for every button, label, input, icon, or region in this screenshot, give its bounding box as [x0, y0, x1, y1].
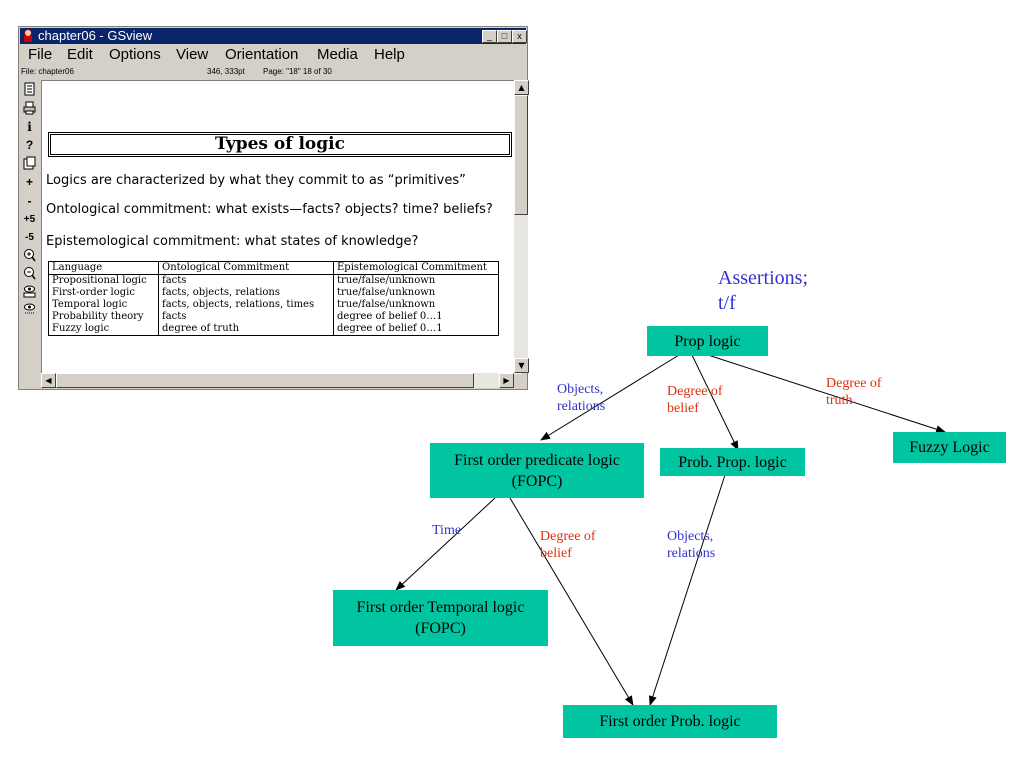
table-cell: facts, objects, relations [158, 287, 334, 299]
menu-help[interactable]: Help [374, 46, 405, 63]
table-cell: facts [158, 311, 334, 323]
table-header: Epistemological Commitment [333, 261, 499, 275]
table-cell: Propositional logic [48, 274, 159, 287]
edge-fopc-to-temporal [395, 497, 496, 591]
gsview-app-icon [24, 29, 32, 42]
page-icon[interactable] [22, 82, 37, 97]
info-icon[interactable]: i [27, 120, 32, 134]
window-title: chapter06 - GSview [38, 28, 153, 43]
title-bar[interactable]: chapter06 - GSview _ □ x [20, 28, 527, 44]
zoom-minus-button[interactable]: - [27, 194, 32, 208]
view-icon[interactable] [22, 284, 37, 299]
node-fuzzy-logic: Fuzzy Logic [893, 432, 1006, 463]
close-button[interactable]: x [512, 30, 527, 43]
print-icon[interactable] [22, 101, 37, 116]
table-cell: First-order logic [48, 287, 159, 299]
scroll-down-icon[interactable]: ▼ [514, 358, 529, 373]
document-line-3: Epistemological commitment: what states … [46, 234, 419, 249]
scroll-right-icon[interactable]: ▶ [499, 373, 514, 388]
table-cell: true/false/unknown [333, 274, 499, 287]
table-row: First-order logic facts, objects, relati… [48, 287, 499, 299]
node-first-order-temporal: First order Temporal logic (FOPC) [333, 590, 548, 646]
table-row: Probability theory facts degree of belie… [48, 311, 499, 323]
scroll-left-icon[interactable]: ◀ [41, 373, 56, 388]
assertions-heading: Assertions; t/f [718, 266, 808, 316]
table-cell: degree of belief 0…1 [333, 311, 499, 323]
table-cell: facts [158, 274, 334, 287]
table-cell: degree of belief 0…1 [333, 323, 499, 336]
skip-forward-5-button[interactable]: +5 [23, 214, 36, 225]
table-cell: facts, objects, relations, times [158, 299, 334, 311]
table-header-row: Language Ontological Commitment Epistemo… [48, 261, 499, 275]
assertions-text: Assertions; t/f [718, 267, 808, 314]
open-icon[interactable] [22, 156, 37, 171]
maximize-button[interactable]: □ [497, 30, 512, 43]
scroll-up-icon[interactable]: ▲ [514, 80, 529, 95]
menu-orientation[interactable]: Orientation [225, 46, 299, 63]
table-row: Fuzzy logic degree of truth degree of be… [48, 323, 499, 336]
node-first-order-prob: First order Prob. logic [563, 705, 777, 738]
zoom-in-icon[interactable] [22, 248, 37, 263]
menu-edit[interactable]: Edit [67, 46, 93, 63]
table-cell: true/false/unknown [333, 299, 499, 311]
table-row: Temporal logic facts, objects, relations… [48, 299, 499, 311]
edge-label-degree-of-belief: Degree of belief [667, 384, 723, 416]
status-line: File: chapter06 346, 333pt Page: "18" 18… [21, 67, 525, 78]
document-line-2: Ontological commitment: what exists—fact… [46, 202, 493, 217]
table-cell: Temporal logic [48, 299, 159, 311]
gsview-window: chapter06 - GSview _ □ x File Edit Optio… [18, 26, 529, 390]
table-row: Propositional logic facts true/false/unk… [48, 274, 499, 287]
table-header: Language [48, 261, 159, 275]
table-header: Ontological Commitment [158, 261, 334, 275]
document-title: Types of logic [48, 132, 512, 157]
vertical-scroll-thumb[interactable] [514, 95, 528, 215]
status-file: File: chapter06 [21, 67, 74, 76]
table-cell: Fuzzy logic [48, 323, 159, 336]
menu-media[interactable]: Media [317, 46, 358, 63]
edge-label-degree-of-truth: Degree of truth [826, 376, 882, 408]
table-cell: degree of truth [158, 323, 334, 336]
edge-label-degree-of-belief-2: Degree of belief [540, 529, 596, 561]
table-cell: Probability theory [48, 311, 159, 323]
minimize-button[interactable]: _ [482, 30, 497, 43]
skip-back-5-button[interactable]: -5 [25, 232, 34, 243]
edge-label-objects-relations-2: Objects, relations [667, 529, 716, 561]
status-page: Page: "18" 18 of 30 [263, 67, 332, 76]
node-prob-prop-logic: Prob. Prop. logic [660, 448, 805, 476]
logic-table: Language Ontological Commitment Epistemo… [48, 261, 499, 336]
menu-view[interactable]: View [176, 46, 209, 63]
node-fopc: First order predicate logic (FOPC) [430, 443, 644, 498]
vertical-scrollbar[interactable]: ▲ ▼ [514, 80, 529, 373]
zoom-out-icon[interactable] [22, 266, 37, 281]
edge-label-objects-relations: Objects, relations [557, 382, 606, 414]
horizontal-scrollbar[interactable]: ◀ ▶ [41, 373, 514, 388]
menu-options[interactable]: Options [109, 46, 161, 63]
help-icon[interactable]: ? [25, 138, 34, 152]
zoom-plus-button[interactable]: + [25, 175, 33, 189]
document-view[interactable]: Types of logic Logics are characterized … [41, 80, 521, 374]
horizontal-scroll-thumb[interactable] [56, 373, 474, 388]
menu-bar: File Edit Options View Orientation Media… [20, 45, 526, 65]
text-find-icon[interactable] [22, 302, 37, 317]
menu-file[interactable]: File [28, 46, 53, 63]
status-coords: 346, 333pt [207, 67, 245, 76]
side-toolbar: i ? + - +5 -5 [20, 80, 39, 380]
document-line-1: Logics are characterized by what they co… [46, 173, 466, 188]
table-cell: true/false/unknown [333, 287, 499, 299]
node-prop-logic: Prop logic [647, 326, 768, 356]
edge-label-time: Time [432, 523, 462, 538]
edge-probprop-to-firstprob [648, 474, 726, 706]
